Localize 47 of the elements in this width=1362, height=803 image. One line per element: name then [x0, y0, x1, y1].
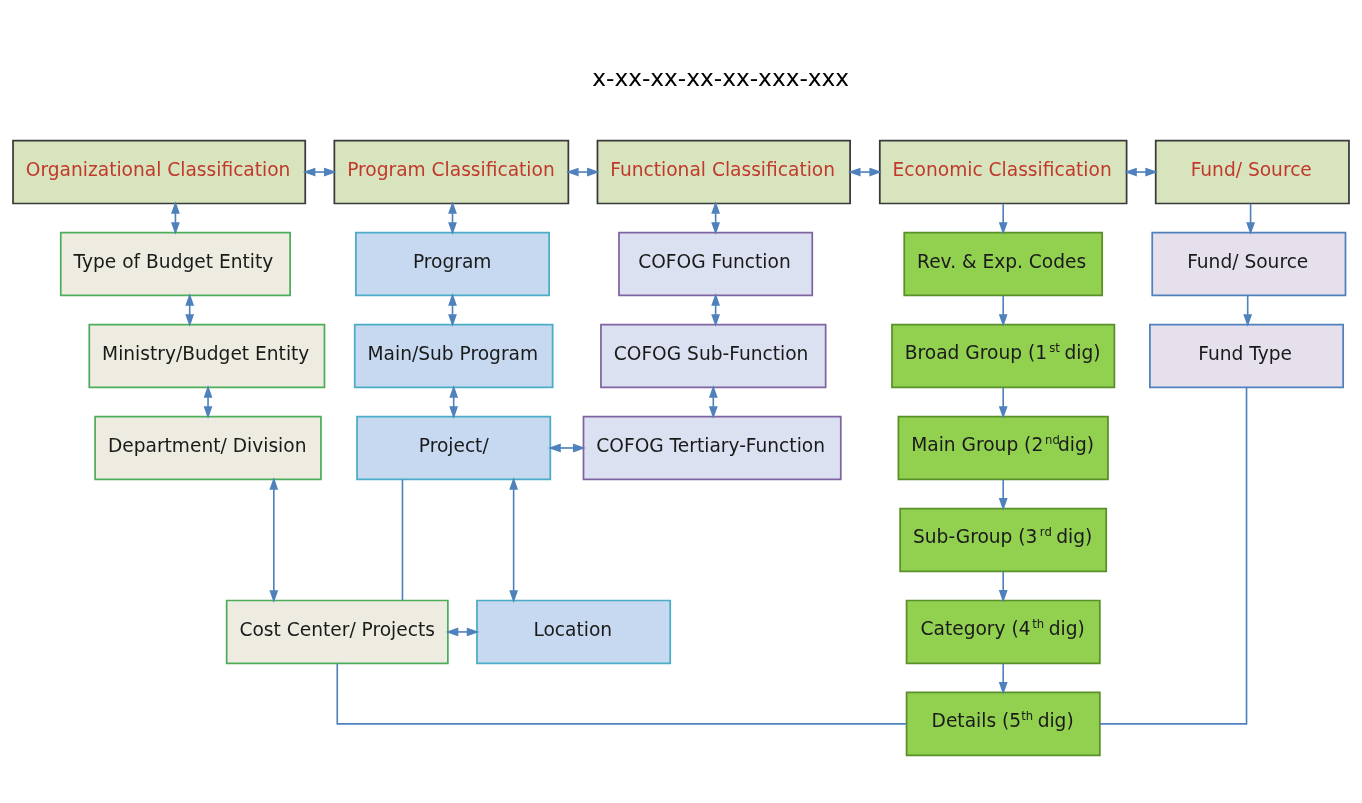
node-box: Project/ — [356, 415, 552, 480]
node-box: Broad Group (1$^{st}$ dig) — [891, 323, 1116, 388]
node-box: COFOG Sub-Function — [600, 323, 827, 388]
node-box: Main Group (2$^{nd}$dig) — [897, 415, 1109, 480]
node-box: Category (4$^{th}$ dig) — [905, 599, 1101, 664]
connector — [401, 478, 404, 601]
node-box: Fund Type — [1149, 323, 1345, 388]
connector — [1099, 386, 1248, 725]
arrow — [998, 478, 1008, 511]
arrow — [1124, 167, 1158, 176]
arrow — [1243, 294, 1253, 327]
arrow — [203, 384, 213, 419]
node-box: Organizational Classification — [12, 139, 307, 204]
label: x-xx-xx-xx-xx-xxx-xxx — [592, 63, 850, 91]
arrow — [302, 167, 337, 176]
arrow — [998, 662, 1008, 695]
arrow — [847, 167, 882, 176]
node-box: Department/ Division — [94, 415, 322, 480]
arrow — [708, 384, 718, 419]
connector — [336, 662, 908, 725]
arrow — [998, 202, 1008, 235]
arrow — [445, 627, 480, 636]
node-box: Main/Sub Program — [353, 323, 554, 388]
node-box: COFOG Tertiary-Function — [582, 415, 842, 480]
arrow — [566, 167, 600, 176]
node-box: Functional Classification — [596, 139, 851, 204]
node-box: Economic Classification — [878, 139, 1128, 204]
arrow — [1246, 202, 1255, 235]
arrow — [998, 386, 1008, 419]
arrow — [185, 292, 195, 327]
node-box: Program — [355, 231, 551, 296]
node-box: Fund/ Source — [1154, 139, 1350, 204]
arrow — [998, 294, 1008, 327]
node-box: Rev. & Exp. Codes — [903, 231, 1104, 296]
node-box: Details (5$^{th}$ dig) — [905, 691, 1101, 756]
arrow — [269, 476, 279, 603]
arrow — [998, 570, 1008, 603]
node-box: Program Classification — [333, 139, 570, 204]
node-box: COFOG Function — [618, 231, 814, 296]
node-box: Ministry/Budget Entity — [88, 323, 326, 388]
node-box: Type of Budget Entity — [59, 231, 291, 296]
arrow — [548, 443, 586, 452]
node-box: Cost Center/ Projects — [225, 599, 449, 664]
arrow — [509, 476, 519, 603]
node-box: Location — [476, 599, 672, 664]
node-box: Fund/ Source — [1151, 231, 1347, 296]
node-box: Sub-Group (3$^{rd}$ dig) — [899, 507, 1108, 572]
